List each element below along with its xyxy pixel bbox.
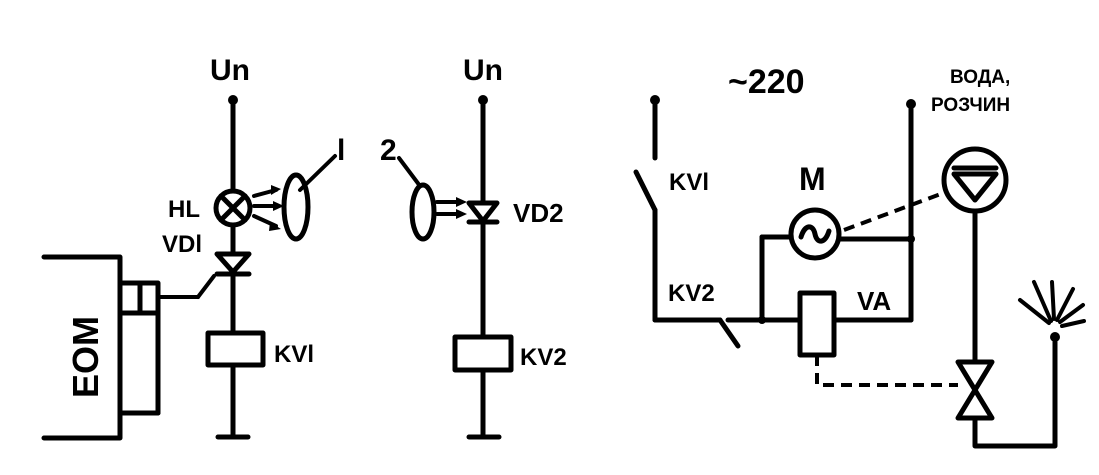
relay-valve-linkage [815, 355, 958, 387]
contact-kv1-icon [633, 169, 658, 213]
photodiode-vd2-icon [466, 200, 500, 225]
lens-2-leader [397, 156, 422, 188]
relay-2-label: KV2 [520, 344, 567, 371]
pump-icon [941, 146, 1009, 214]
supply-label-left: Un [210, 54, 250, 87]
lens-1-label: l [337, 134, 345, 167]
incoming-light-rays-icon [435, 197, 467, 219]
fluid-label-line-2: РОЗЧИН [931, 95, 1010, 116]
pipe-outlet [972, 339, 1058, 449]
sprinkler-nozzle [1050, 332, 1060, 342]
lens-1-leader [298, 154, 337, 192]
lens-2-icon [409, 182, 437, 242]
contact-1-label: KVl [669, 169, 709, 196]
photodiode-label: VD2 [513, 198, 564, 228]
computer-label: EOM [65, 316, 106, 398]
spray-icon [1018, 280, 1086, 328]
fluid-label-line-1: ВОДА, [950, 67, 1010, 88]
contact-2-label: KV2 [668, 280, 715, 307]
relay-va-coil-icon [797, 290, 837, 358]
relay-1-label: KVl [274, 341, 314, 368]
lens-2-label: 2 [380, 134, 397, 167]
motor-icon [788, 207, 842, 261]
diode-1-label: VDl [162, 231, 202, 258]
lens-1-icon [281, 172, 311, 242]
relay-kv1-coil-icon [205, 330, 266, 368]
circuit-middle: Un 2 VD2 KV2 [380, 54, 567, 440]
mains-label: ~220 [728, 63, 805, 101]
lamp-hl-icon [213, 188, 253, 228]
contact-kv2-icon [717, 317, 741, 349]
lamp-label: HL [168, 196, 200, 223]
relay-kv2-coil-icon [452, 334, 514, 373]
diode-vd1-icon [214, 251, 252, 277]
supply-label-mid: Un [463, 54, 503, 87]
circuit-right: ~220 KVl KV2 M VA ВОДА, РОЗЧИН [633, 63, 1086, 449]
motor-label: M [799, 161, 826, 197]
valve-icon [955, 359, 995, 421]
light-rays-icon [252, 185, 284, 231]
circuit-left: Un HL l VDl KVl [41, 54, 345, 441]
motor-pump-coupling [843, 190, 947, 232]
computer-block [41, 254, 216, 441]
valve-relay-label: VA [857, 286, 891, 316]
